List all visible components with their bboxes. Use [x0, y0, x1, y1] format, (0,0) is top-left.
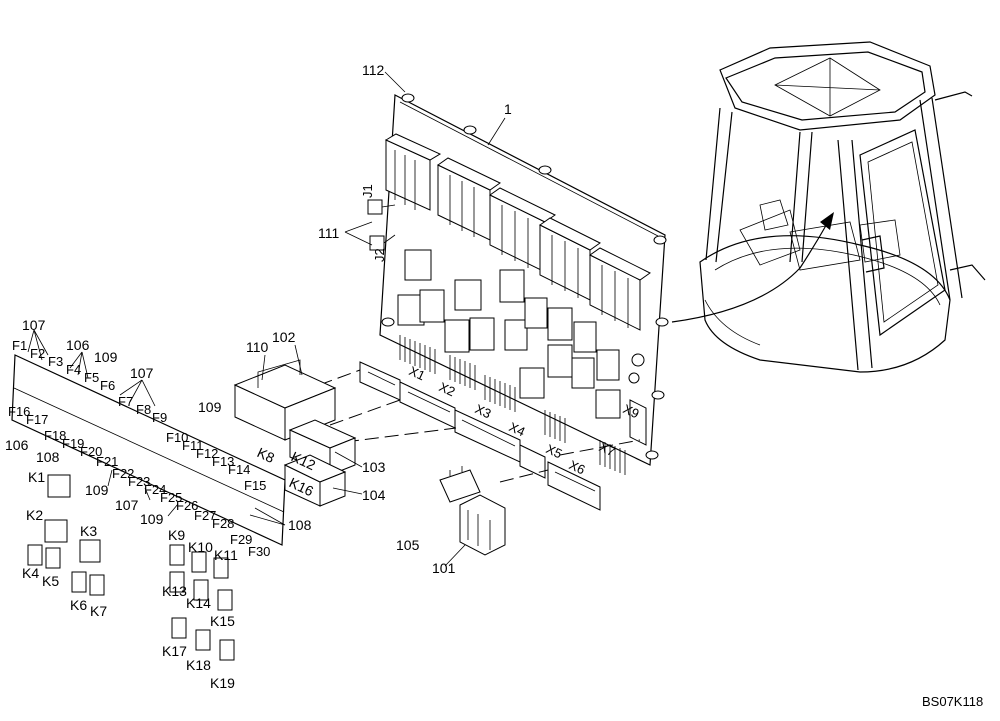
- label-x4: X4: [507, 419, 528, 439]
- fuse-f24: F24: [144, 482, 166, 497]
- leader-lines: [27, 71, 506, 567]
- relay-104: [283, 454, 347, 507]
- component-105: [439, 466, 481, 503]
- label-x6: X6: [567, 457, 588, 477]
- fuse-f22: F22: [112, 466, 134, 481]
- cab-illustration: [671, 41, 986, 373]
- fuse-labels-top: F1 F2 F3 F4 F5 F6 F7 F8 F9 F10 F11 F12 F…: [12, 338, 266, 493]
- relay-k11: K11: [214, 547, 238, 563]
- connector-x9-block: [629, 399, 647, 446]
- label-j2: J2: [372, 248, 387, 262]
- relay-k18: K18: [186, 657, 211, 673]
- label-x7: X7: [597, 439, 618, 459]
- relay-k15: K15: [210, 613, 235, 629]
- callout-109-top: 109: [94, 349, 118, 365]
- callout-111: 111: [318, 225, 339, 241]
- fuse-relay-panel: [11, 354, 286, 546]
- label-x2: X2: [437, 379, 458, 399]
- label-x9: X9: [621, 401, 642, 421]
- callout-112: 112: [362, 62, 385, 78]
- fuse-f27: F27: [194, 508, 216, 523]
- label-x1: X1: [407, 363, 428, 383]
- callout-108-left: 108: [36, 449, 60, 465]
- fuse-f10: F10: [166, 430, 188, 445]
- connector-strip: [359, 361, 601, 511]
- fuse-f11: F11: [182, 438, 203, 453]
- callout-110: 110: [246, 339, 269, 355]
- callout-107-bottom: 107: [115, 497, 139, 513]
- label-j1: J1: [360, 184, 375, 198]
- drawing-code: BS07K118: [922, 694, 983, 709]
- callout-109-mid: 109: [85, 482, 109, 498]
- fuse-f20: F20: [80, 444, 102, 459]
- callout-103: 103: [362, 459, 386, 475]
- callout-106-bottom: 106: [5, 437, 29, 453]
- relay-k13: K13: [162, 583, 187, 599]
- fuse-f15: F15: [244, 478, 266, 493]
- relay-k1: K1: [28, 469, 45, 485]
- fuse-f25: F25: [160, 490, 182, 505]
- fuse-f19: F19: [62, 436, 84, 451]
- fuse-f18: F18: [44, 428, 66, 443]
- label-x5: X5: [544, 441, 565, 461]
- callout-labels: 112 1 111 110 102 103 104 105 101 107 10…: [5, 62, 512, 576]
- board-mounting-studs: [381, 93, 669, 460]
- callout-105: 105: [396, 537, 420, 553]
- callout-109-bottom: 109: [140, 511, 164, 527]
- callout-107-mid: 107: [130, 365, 154, 381]
- fuse-f5: F5: [84, 370, 99, 385]
- relay-k19: K19: [210, 675, 235, 691]
- main-control-board: [299, 93, 669, 511]
- label-x3: X3: [473, 401, 494, 421]
- callout-107-left: 107: [22, 317, 46, 333]
- fuse-f26: F26: [176, 498, 198, 513]
- relay-labels: K1 K2 K3 K4 K5 K6 K7 K8 K9 K10 K11 K12 K…: [22, 444, 318, 691]
- fuse-f28: F28: [212, 516, 234, 531]
- relay-k4: K4: [22, 565, 39, 581]
- fuse-labels-bottom: F16 F17 F18 F19 F20 F21 F22 F23 F24 F25 …: [8, 404, 270, 559]
- fuse-f16: F16: [8, 404, 30, 419]
- callout-106-top: 106: [66, 337, 90, 353]
- callout-102: 102: [272, 329, 296, 345]
- fuse-f6: F6: [100, 378, 115, 393]
- relay-k10: K10: [188, 539, 213, 555]
- callout-101: 101: [432, 560, 456, 576]
- relay-k17: K17: [162, 643, 187, 659]
- fuse-f21: F21: [96, 454, 118, 469]
- fuse-f13: F13: [212, 454, 234, 469]
- fuse-f23: F23: [128, 474, 150, 489]
- fuse-f12: F12: [196, 446, 218, 461]
- fuse-f2: F2: [30, 346, 45, 361]
- fuse-f3: F3: [48, 354, 63, 369]
- connector-labels: X1 X2 X3 X4 X5 X6 X7 X9 J1 J2: [360, 184, 641, 477]
- relay-blocks-top: [384, 133, 651, 331]
- callout-108-right: 108: [288, 517, 312, 533]
- heat-sinks: [399, 335, 626, 475]
- fuse-f1: F1: [12, 338, 27, 353]
- fuse-f17: F17: [26, 412, 48, 427]
- relay-k14: K14: [186, 595, 211, 611]
- fuse-f29: F29: [230, 532, 252, 547]
- fuse-f9: F9: [152, 410, 167, 425]
- fuse-f14: F14: [228, 462, 250, 477]
- relay-k8: K8: [255, 444, 277, 466]
- fuse-f30: F30: [248, 544, 270, 559]
- relay-k2: K2: [26, 507, 43, 523]
- relay-k3: K3: [80, 523, 97, 539]
- fuse-f7: F7: [118, 394, 133, 409]
- relay-blocks-middle: [397, 249, 621, 419]
- loose-relays: [27, 474, 235, 661]
- fuse-f4: F4: [66, 362, 81, 377]
- connector-101: [459, 494, 506, 556]
- relay-k7: K7: [90, 603, 107, 619]
- callout-109-right: 109: [198, 399, 222, 415]
- callout-104: 104: [362, 487, 386, 503]
- relay-k6: K6: [70, 597, 87, 613]
- callout-1: 1: [504, 101, 512, 117]
- relay-k9: K9: [168, 527, 185, 543]
- fuse-f8: F8: [136, 402, 151, 417]
- relay-k5: K5: [42, 573, 59, 589]
